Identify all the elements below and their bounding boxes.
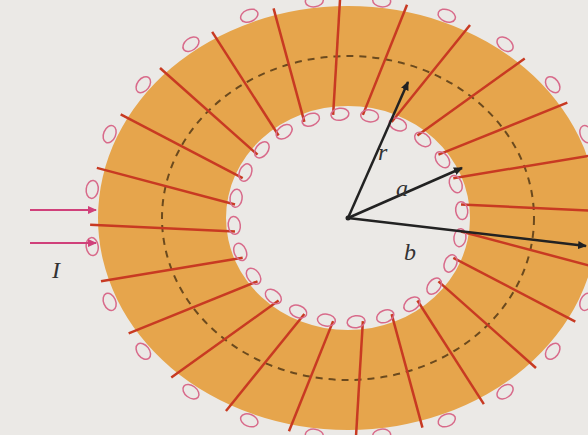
winding-loop bbox=[330, 107, 349, 121]
winding-loop bbox=[133, 341, 153, 363]
winding-loop bbox=[229, 189, 243, 208]
winding-loop bbox=[85, 180, 99, 199]
winding-loop bbox=[360, 109, 379, 123]
radius-label: r bbox=[378, 140, 387, 164]
current-label: I bbox=[52, 258, 60, 282]
winding-loop bbox=[375, 307, 396, 325]
winding-loop bbox=[412, 129, 434, 149]
winding-turn bbox=[171, 301, 278, 378]
winding-loop bbox=[239, 7, 260, 25]
winding-turn bbox=[356, 321, 363, 435]
winding-loop bbox=[85, 237, 99, 256]
winding-turn bbox=[417, 301, 483, 405]
coil-windings bbox=[85, 0, 588, 435]
winding-loop bbox=[436, 7, 457, 25]
radius-arrow bbox=[348, 168, 462, 218]
winding-turn bbox=[212, 32, 278, 136]
winding-loop bbox=[317, 313, 336, 327]
winding-loop bbox=[273, 122, 295, 142]
winding-turn bbox=[333, 0, 340, 115]
winding-loop bbox=[372, 428, 391, 435]
winding-turn bbox=[392, 314, 423, 428]
winding-loop bbox=[455, 201, 469, 220]
winding-loop bbox=[447, 173, 465, 194]
winding-loop bbox=[252, 139, 272, 161]
winding-turn bbox=[417, 58, 524, 135]
winding-turn bbox=[97, 168, 235, 205]
winding-turn bbox=[289, 321, 333, 431]
winding-loop bbox=[494, 382, 516, 402]
winding-loop bbox=[542, 74, 562, 96]
winding-loop bbox=[442, 253, 460, 274]
winding-turn bbox=[101, 258, 243, 281]
winding-loop bbox=[227, 216, 241, 235]
winding-loop bbox=[243, 265, 263, 287]
center-dot bbox=[346, 216, 351, 221]
toroid-core bbox=[98, 6, 588, 430]
winding-loop bbox=[300, 111, 321, 129]
winding-loop bbox=[236, 162, 254, 183]
mean-path bbox=[162, 56, 534, 380]
winding-loop bbox=[494, 34, 516, 54]
winding-loop bbox=[401, 294, 423, 314]
radius-label: b bbox=[404, 240, 416, 264]
winding-loop bbox=[231, 241, 249, 262]
winding-loop bbox=[133, 74, 153, 96]
winding-turn bbox=[129, 281, 258, 333]
radius-arrow bbox=[348, 218, 586, 246]
winding-loop bbox=[180, 34, 202, 54]
winding-loop bbox=[239, 411, 260, 429]
winding-loop bbox=[101, 124, 119, 145]
winding-turn bbox=[461, 204, 588, 211]
winding-loop bbox=[542, 341, 562, 363]
winding-loop bbox=[424, 275, 444, 297]
winding-loop bbox=[346, 315, 365, 329]
lead-wire bbox=[30, 209, 96, 211]
winding-loop bbox=[288, 303, 309, 321]
winding-loop bbox=[305, 428, 324, 435]
lead-wire bbox=[30, 242, 96, 244]
radius-arrow bbox=[348, 82, 408, 218]
winding-loop bbox=[305, 0, 324, 8]
winding-turn bbox=[274, 8, 305, 122]
winding-loop bbox=[263, 286, 285, 306]
winding-turn bbox=[438, 103, 567, 155]
winding-turn bbox=[90, 225, 235, 232]
winding-loop bbox=[577, 124, 588, 145]
winding-loop bbox=[436, 411, 457, 429]
winding-loop bbox=[432, 149, 452, 171]
winding-loop bbox=[180, 382, 202, 402]
winding-turn bbox=[461, 232, 588, 269]
winding-loop bbox=[101, 291, 119, 312]
winding-loop bbox=[577, 291, 588, 312]
radius-label: a bbox=[396, 176, 408, 200]
winding-turn bbox=[453, 155, 588, 178]
winding-loop bbox=[372, 0, 391, 8]
